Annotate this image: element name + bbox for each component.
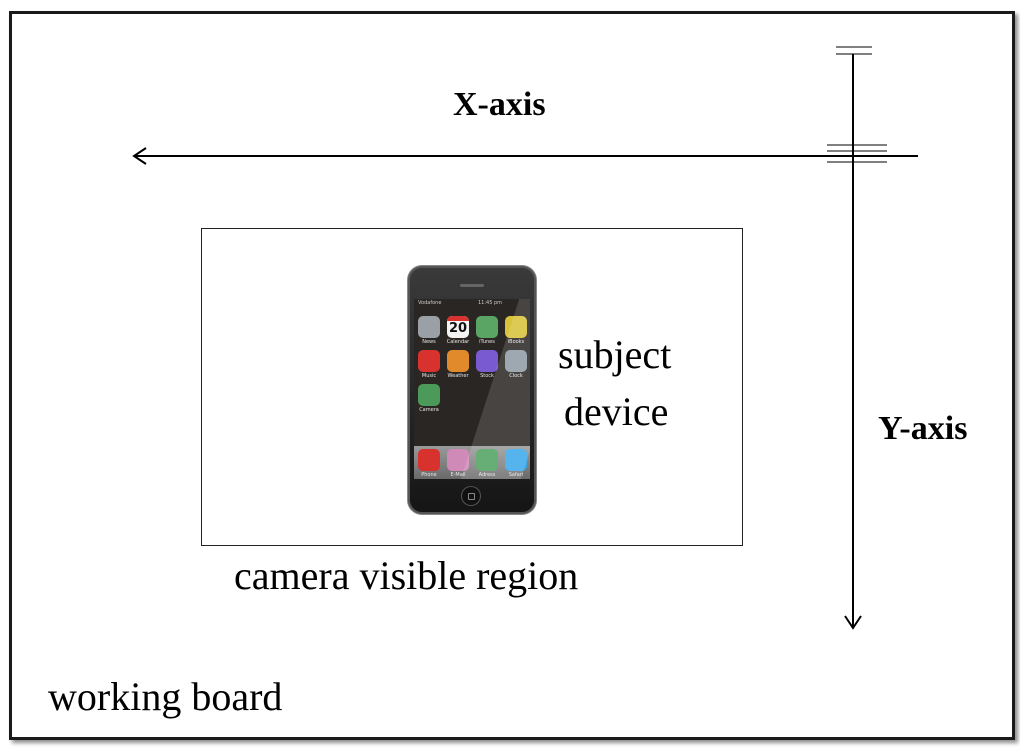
phone-time: 11:45 pm (478, 300, 503, 306)
camera-region-label: camera visible region (234, 553, 579, 598)
clock-app-icon (505, 350, 527, 372)
adress-app-icon (476, 449, 498, 471)
phone-app-label: Phone (421, 472, 437, 478)
phone-status-bar: Vodafone 11:45 pm (414, 299, 530, 308)
camera-app-icon (418, 384, 440, 406)
x-axis-arrowhead (132, 147, 147, 165)
weather-app-icon (447, 350, 469, 372)
y-axis-arrowhead (844, 615, 862, 630)
itunes-app-label: iTunes (479, 339, 495, 345)
subject-label-line2: device (564, 389, 669, 434)
clock-app-label: Clock (509, 373, 523, 379)
itunes-app-icon (476, 316, 498, 338)
safari-app-icon (505, 449, 527, 471)
subject-label-line1: subject (558, 332, 672, 377)
e-mail-app-label: E-Mail (450, 472, 466, 478)
e-mail-app-icon (447, 449, 469, 471)
phone-carrier: Vodafone (418, 300, 442, 306)
stock-app-label: Stock (480, 373, 494, 379)
news-app-label: News (422, 339, 436, 345)
calendar-app-icon: 20 (447, 316, 469, 338)
phone-app-icon (418, 449, 440, 471)
phone-dock: Phone E-Mail Adress Safari (414, 446, 530, 479)
home-button (461, 486, 481, 506)
weather-app-label: Weather (447, 373, 469, 379)
calendar-day: 20 (448, 321, 468, 336)
x-axis-label: X-axis (453, 86, 546, 123)
camera-app-label: Camera (419, 407, 439, 413)
ibooks-app-label: iBooks (507, 339, 525, 345)
safari-app-label: Safari (508, 472, 524, 478)
y-axis-label: Y-axis (878, 410, 968, 447)
phone-speaker (460, 284, 484, 287)
music-app-icon (418, 350, 440, 372)
news-app-icon (418, 316, 440, 338)
ibooks-app-icon (505, 316, 527, 338)
adress-app-label: Adress (478, 472, 496, 478)
stock-app-icon (476, 350, 498, 372)
calendar-header (447, 316, 469, 321)
working-board-label: working board (48, 674, 283, 719)
music-app-label: Music (421, 373, 437, 379)
calendar-app-label: Calendar (446, 339, 470, 345)
